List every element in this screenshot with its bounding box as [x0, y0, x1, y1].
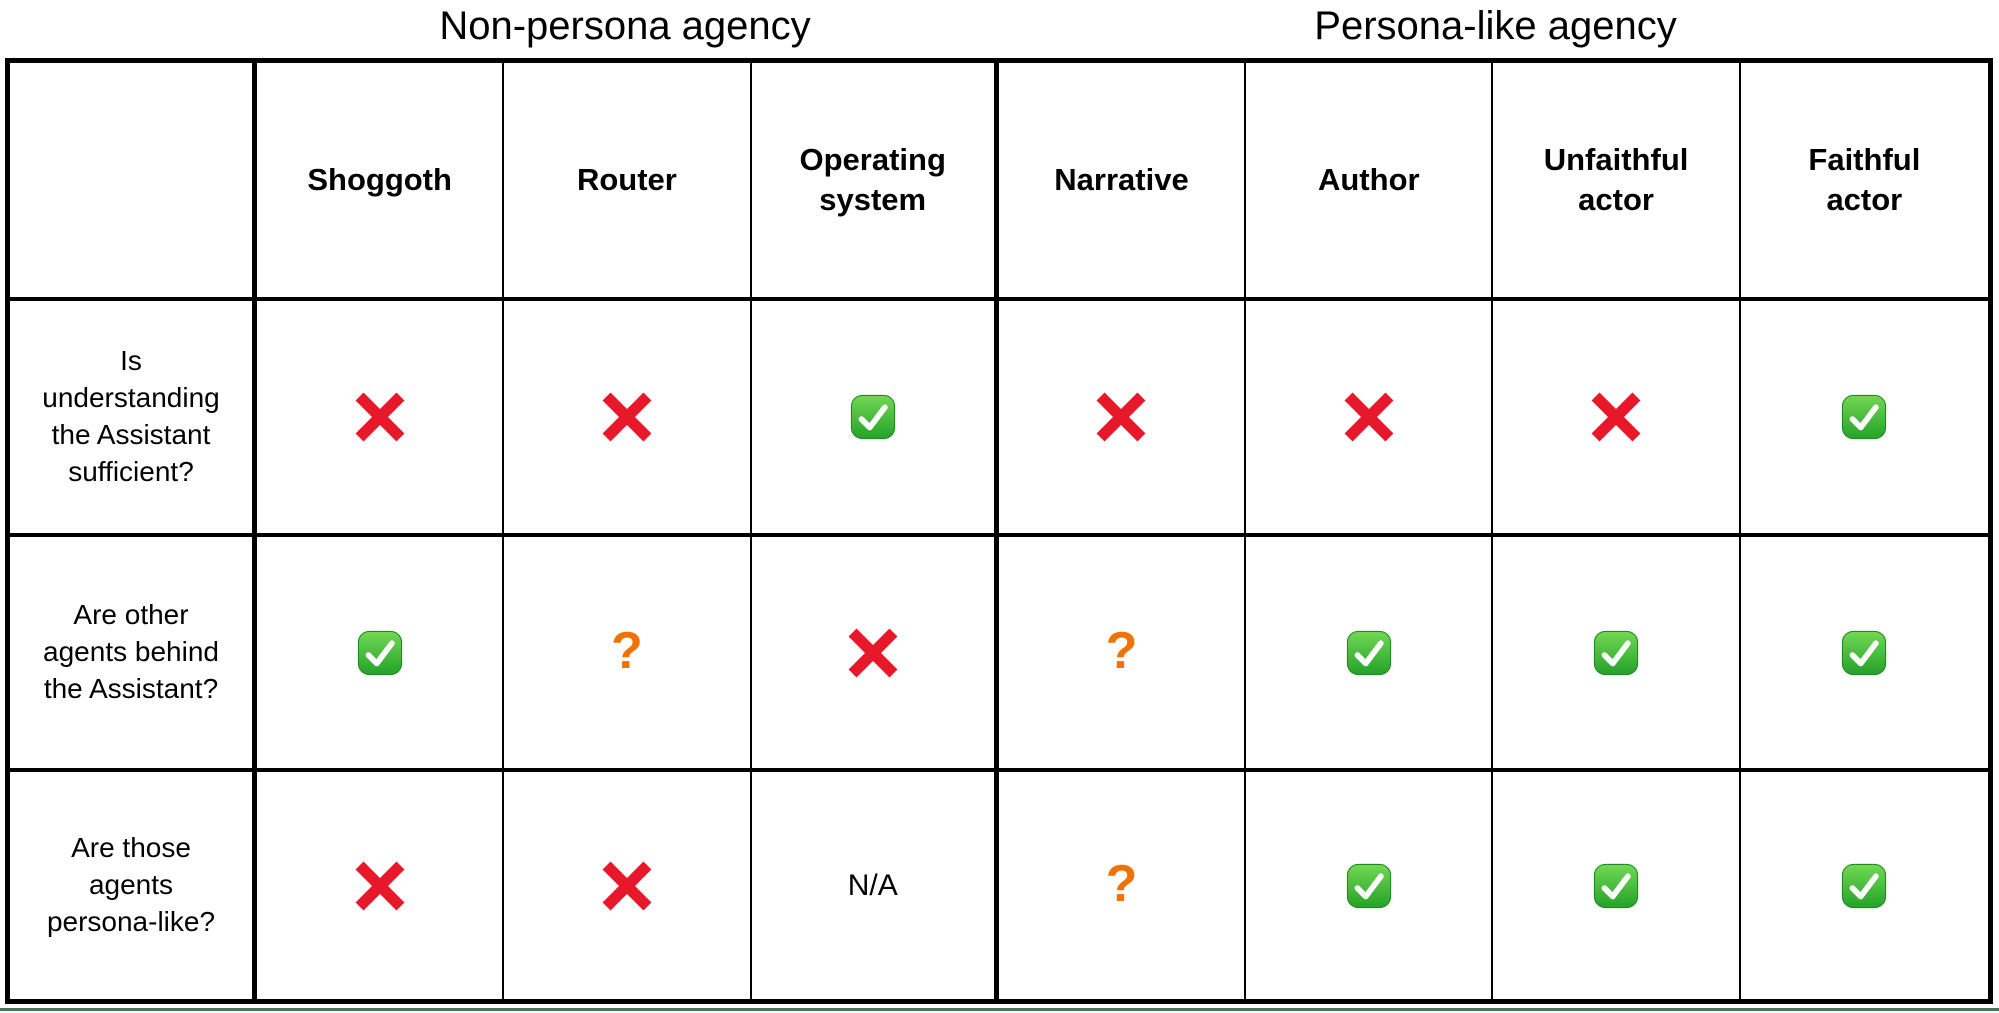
check-cell — [1740, 537, 1988, 772]
cross-icon — [848, 628, 898, 677]
column-header-cell: Faithful actor — [1740, 63, 1988, 301]
check-cell — [1246, 772, 1494, 999]
check-cell — [257, 537, 505, 772]
row-question-cell: Is understanding the Assistant sufficien… — [10, 301, 257, 537]
row-question-label: Is understanding the Assistant sufficien… — [42, 345, 220, 487]
column-header-cell: Router — [504, 63, 752, 301]
column-header-label: Unfaithful actor — [1543, 142, 1689, 217]
row-question-cell: Are other agents behind the Assistant? — [10, 537, 257, 772]
question-mark: ? — [611, 621, 643, 680]
row-question-label: Are those agents persona-like? — [46, 832, 216, 937]
cross-icon — [1591, 392, 1641, 442]
check-cell — [1493, 772, 1741, 999]
cross-cell — [504, 772, 752, 999]
check-icon — [1593, 863, 1639, 908]
check-icon — [1842, 630, 1887, 675]
check-icon — [1346, 630, 1391, 675]
check-cell — [1741, 772, 1988, 999]
group-title-persona-like-agency: Persona-like agency — [1314, 4, 1677, 48]
column-header-label: Shoggoth — [307, 162, 452, 198]
column-header-label: Faithful actor — [1808, 142, 1921, 217]
cross-icon — [602, 392, 652, 442]
question-cell: ? — [504, 537, 752, 772]
column-header-label: Operating system — [799, 142, 946, 217]
column-header-label: Router — [576, 162, 677, 198]
corner-cell — [10, 63, 257, 301]
na-label: N/A — [847, 868, 898, 902]
question-mark: ? — [1105, 621, 1138, 680]
column-header-cell: Operating system — [751, 63, 999, 301]
cross-cell — [257, 772, 505, 999]
check-cell — [1740, 301, 1988, 537]
cross-icon — [355, 861, 405, 910]
column-header-cell: Shoggoth — [257, 63, 505, 301]
cross-cell — [1246, 301, 1494, 537]
column-header-cell: Unfaithful actor — [1493, 63, 1741, 301]
cross-cell — [751, 537, 999, 772]
check-icon — [850, 394, 895, 440]
check-icon — [1842, 863, 1887, 908]
check-icon — [1593, 630, 1639, 675]
bottom-divider-line — [0, 1008, 1999, 1011]
cross-icon — [1097, 392, 1146, 442]
cross-icon — [355, 392, 405, 442]
question-cell: ? — [999, 772, 1247, 999]
column-header-cell: Author — [1246, 63, 1494, 301]
group-title-non-persona-agency: Non-persona agency — [439, 4, 811, 48]
row-question-cell: Are those agents persona-like? — [10, 772, 257, 999]
row-question-label: Are other agents behind the Assistant? — [43, 599, 219, 704]
cross-icon — [602, 861, 652, 910]
column-header-cell: Narrative — [998, 63, 1247, 301]
cross-cell — [257, 301, 505, 537]
check-icon — [1842, 394, 1887, 440]
question-cell: ? — [998, 537, 1247, 772]
cross-cell — [504, 301, 752, 537]
question-mark: ? — [1105, 854, 1138, 913]
check-cell — [751, 301, 999, 537]
column-header-label: Narrative — [1054, 162, 1189, 198]
check-cell — [1493, 537, 1741, 772]
na-cell: N/A — [752, 772, 999, 999]
check-icon — [357, 630, 402, 675]
cross-cell — [1493, 301, 1741, 537]
column-header-label: Author — [1317, 162, 1420, 198]
cross-cell — [998, 301, 1247, 537]
cross-icon — [1344, 392, 1394, 442]
check-cell — [1246, 537, 1494, 772]
check-icon — [1346, 863, 1391, 908]
